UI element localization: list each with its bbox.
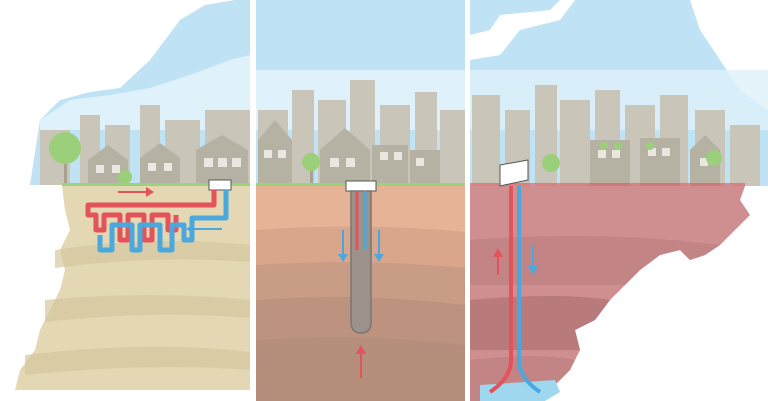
house-windows-left bbox=[96, 158, 241, 173]
flow-arrow-down-right bbox=[374, 230, 384, 262]
heat-pump-mid bbox=[345, 180, 377, 192]
house-windows-right bbox=[598, 148, 708, 166]
panel-deep-well bbox=[470, 0, 768, 401]
tree-left bbox=[49, 132, 132, 185]
well-cold-pipe bbox=[517, 186, 542, 394]
houses-right bbox=[590, 135, 720, 186]
panel-divider-1 bbox=[251, 0, 256, 401]
soil-right-layer-2 bbox=[470, 236, 720, 285]
panel-vertical-borehole bbox=[256, 0, 465, 401]
borehole-casing bbox=[350, 190, 372, 334]
heat-exchanger-right bbox=[499, 159, 529, 187]
flow-arrow-up bbox=[356, 345, 366, 378]
sky-left-haze bbox=[40, 55, 250, 130]
well-hot-pipe bbox=[488, 186, 513, 394]
flow-arrow-down-left bbox=[338, 230, 348, 262]
flow-arrow-down-right-panel bbox=[528, 245, 538, 275]
flow-arrow-up-right-panel bbox=[493, 248, 503, 275]
tree-mid bbox=[302, 153, 320, 185]
grass-left bbox=[62, 183, 250, 186]
houses-mid bbox=[258, 120, 440, 186]
panel-divider-2 bbox=[465, 0, 470, 401]
flow-arrow-left bbox=[186, 224, 222, 234]
panel-horizontal-loop bbox=[15, 0, 250, 390]
heat-pump-left bbox=[208, 179, 232, 191]
house-windows-mid bbox=[264, 150, 424, 167]
ground-loop-cold-pipe bbox=[97, 190, 229, 253]
soil-right-layer-3 bbox=[470, 296, 610, 350]
trees-right bbox=[542, 142, 722, 172]
flow-arrow-right bbox=[118, 187, 154, 197]
grass-right bbox=[470, 183, 745, 186]
ground-loop-hot-pipe bbox=[85, 190, 217, 243]
